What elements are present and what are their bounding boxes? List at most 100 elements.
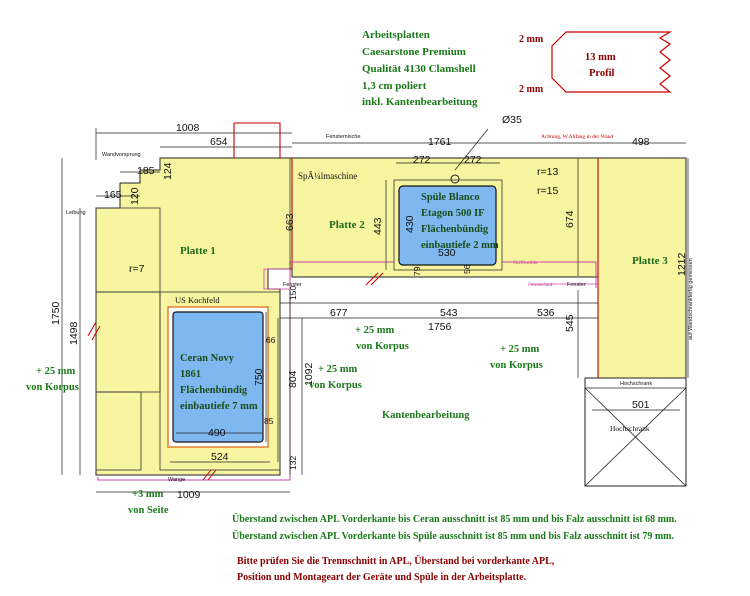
- dim-654: 654: [210, 136, 228, 148]
- label-griffmulde: Griffmulde: [513, 259, 538, 266]
- note-korpus-rightb: von Korpus: [490, 360, 543, 371]
- korpus-notes: + 25 mm von Korpus + 25 mm von Korpus + …: [26, 325, 543, 516]
- dim-150: 150: [288, 286, 298, 300]
- dim-272b: 272: [464, 154, 482, 166]
- dim-85: 85: [264, 416, 274, 426]
- plate-3-shape: [597, 157, 687, 379]
- dimension-texts: 1008 654 1761 498 272 272 185 124 165 12…: [50, 122, 688, 501]
- dim-272a: 272: [413, 154, 431, 166]
- note-seiteb: von Seite: [128, 505, 169, 516]
- dim-165: 165: [104, 189, 122, 201]
- dim-132: 132: [288, 456, 298, 470]
- label-r13: r=13: [537, 166, 558, 178]
- dim-804: 804: [287, 370, 299, 388]
- sink-cutout: [398, 185, 497, 266]
- tap-hole-icon: [450, 174, 460, 184]
- label-spuelmaschine: SpÃ¼lmaschine: [298, 171, 357, 181]
- dim-430: 430: [404, 215, 416, 233]
- label-r7: r=7: [129, 263, 145, 275]
- note-korpus-right: + 25 mm: [500, 344, 539, 355]
- note-kanten: Kantenbearbeitung: [382, 410, 470, 421]
- label-abfang: Achtung, W.Abfang in der Wand: [541, 133, 613, 140]
- dim-674: 674: [564, 210, 576, 228]
- plate-2-label: Platte 2: [329, 219, 365, 231]
- profile-label-1: 13 mm: [585, 52, 616, 63]
- plate-3-label: Platte 3: [632, 255, 668, 267]
- dim-663: 663: [284, 213, 296, 231]
- dim-543: 543: [440, 307, 458, 319]
- footer-red-2: Position und Montageart der Geräte und S…: [237, 572, 527, 583]
- header-line-5: inkl. Kantenbearbeitung: [362, 96, 478, 108]
- footer-green-2: Überstand zwischen APL Vorderkante bis S…: [232, 529, 675, 542]
- ceran-line-1: Ceran Novy: [180, 353, 235, 364]
- header-line-2: Caesarstone Premium: [362, 46, 466, 58]
- label-fenster-left: Fenster: [283, 282, 302, 288]
- dim-185: 185: [137, 165, 155, 177]
- footer-notes: Überstand zwischen APL Vorderkante bis C…: [232, 512, 677, 583]
- dim-530: 530: [438, 247, 456, 259]
- label-wange: Wange: [168, 477, 185, 483]
- header-line-1: Arbeitsplatten: [362, 29, 430, 41]
- note-korpus-leftb: von Korpus: [26, 382, 79, 393]
- note-korpus-midb: von Korpus: [309, 380, 362, 391]
- note-korpus-1b: von Korpus: [356, 341, 409, 352]
- footer-red-1: Bitte prüfen Sie die Trennschnitt in APL…: [237, 554, 555, 567]
- dim-536: 536: [537, 307, 555, 319]
- plates: [95, 157, 687, 487]
- dim-1761: 1761: [428, 136, 452, 148]
- ceran-line-4: einbautiefe 7 mm: [180, 401, 258, 412]
- ceran-line-2: 1861: [180, 369, 201, 380]
- dim-1212: 1212: [676, 252, 688, 276]
- ceran-cooktop: Ceran Novy 1861 Flächenbündig einbautief…: [167, 306, 269, 448]
- profile-label-2: Profil: [589, 68, 615, 79]
- dim-677: 677: [330, 307, 348, 319]
- label-leibung: Leibung: [66, 210, 86, 216]
- dim-1498: 1498: [68, 321, 80, 345]
- dim-79: 79: [412, 266, 422, 276]
- dim-490: 490: [208, 427, 226, 439]
- label-anschluss: auf Wandschrankfertig gemessen: [688, 258, 694, 340]
- note-korpus-1: + 25 mm: [355, 325, 394, 336]
- dimension-lines: [61, 128, 689, 493]
- profile-bottom-label: 2 mm: [519, 84, 544, 95]
- label-wandvorsprung: Wandvorsprung: [102, 152, 141, 158]
- dim-524: 524: [211, 451, 229, 463]
- header-line-3: Qualität 4130 Clamshell: [362, 63, 476, 75]
- dim-443: 443: [372, 217, 384, 235]
- profile-top-label: 2 mm: [519, 34, 544, 45]
- sink-line-1: Spüle Blanco: [421, 192, 480, 203]
- label-fensterlauf: Fensterlauf: [528, 281, 553, 288]
- label-fensternische: Fensternische: [326, 134, 361, 140]
- dim-66: 66: [266, 335, 276, 345]
- dim-56: 56: [462, 264, 472, 274]
- dim-545: 545: [564, 314, 576, 332]
- dim-501: 501: [632, 399, 650, 411]
- dim-1009: 1009: [177, 489, 201, 501]
- dim-124: 124: [162, 162, 174, 180]
- sink: Spüle Blanco Etagon 500 IF Flächenbündig…: [393, 128, 503, 271]
- ceran-line-3: Flächenbündig: [180, 385, 248, 396]
- note-seite: +3 mm: [132, 489, 164, 500]
- hochschrank-box: [584, 377, 687, 487]
- sink-line-2: Etagon 500 IF: [421, 208, 485, 219]
- sink-line-4: einbautiefe 2 mm: [421, 240, 499, 251]
- ceran-cutout: [172, 311, 264, 443]
- label-hochschrank: Hochschrank: [610, 424, 650, 433]
- dim-1756: 1756: [428, 321, 452, 333]
- label-hochschrank-small: Hochschrank: [620, 381, 652, 387]
- sink-line-3: Flächenbündig: [421, 224, 489, 235]
- dim-1092: 1092: [303, 362, 315, 386]
- footer-green-1: Überstand zwischen APL Vorderkante bis C…: [232, 512, 677, 525]
- label-diam: Ø35: [502, 114, 522, 126]
- dim-1008: 1008: [176, 122, 200, 134]
- header-block: Arbeitsplatten Caesarstone Premium Quali…: [362, 29, 478, 108]
- label-fenster-mid: Fenster: [567, 282, 586, 288]
- label-r15: r=15: [537, 185, 558, 197]
- header-line-4: 1,3 cm poliert: [362, 80, 427, 92]
- dim-1750: 1750: [50, 301, 62, 325]
- note-korpus-mid: + 25 mm: [318, 364, 357, 375]
- profile-sketch: 2 mm 2 mm 13 mm Profil: [519, 31, 673, 95]
- dim-750: 750: [253, 368, 265, 386]
- dim-120: 120: [129, 187, 141, 205]
